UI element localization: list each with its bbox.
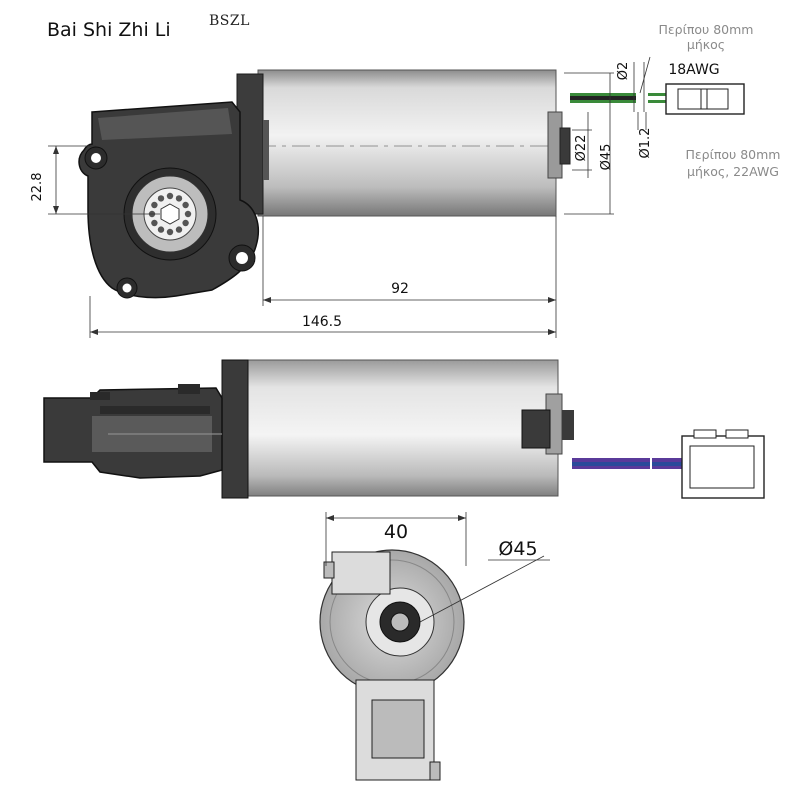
note-22awg-2: μήκος, 22AWG xyxy=(687,164,779,179)
wire-green-top xyxy=(570,93,636,96)
note-18awg-gauge: 18AWG xyxy=(668,62,719,78)
spline-tooth xyxy=(166,192,174,200)
motor-length-label: 92 xyxy=(391,281,409,297)
spline-tooth xyxy=(175,195,183,202)
motor-can-top xyxy=(257,69,557,217)
gear-height-label: 22.8 xyxy=(30,173,45,202)
note-22awg-1: Περίπου 80mm xyxy=(686,147,781,162)
end-dia-label: Ø45 xyxy=(498,538,537,560)
spline-tooth xyxy=(184,210,192,218)
connector-side xyxy=(681,435,765,499)
end-view: 40 Ø45 xyxy=(319,512,550,781)
spline-tooth xyxy=(151,219,158,227)
brand-name: Bai Shi Zhi Li xyxy=(47,19,171,41)
watermark: BSZL xyxy=(209,13,250,29)
motor-can-side xyxy=(239,359,559,497)
note-18awg-length-1: Περίπου 80mm xyxy=(659,22,754,37)
note-18awg-length-2: μήκος xyxy=(687,37,725,52)
wire-side-purple xyxy=(572,458,650,462)
side-view xyxy=(43,359,765,499)
spline-tooth xyxy=(151,201,158,209)
spline-tooth xyxy=(182,201,189,209)
wire-22awg-dia-label: Ø1.2 xyxy=(638,128,653,159)
spline-tooth xyxy=(182,219,189,227)
spline-teeth xyxy=(148,192,192,236)
spline-tooth xyxy=(175,226,183,233)
wire-18awg-dia-label: Ø2 xyxy=(616,62,631,81)
end-width-label: 40 xyxy=(384,521,408,543)
top-view: 22.8 Ø22 Ø45 Ø2 Ø1.2 Περίπου 80mm μήκος … xyxy=(30,22,780,338)
brand-banner: Bai Shi Zhi Li xyxy=(0,0,210,62)
motor-dia-label: Ø45 xyxy=(599,144,614,171)
hex-socket xyxy=(160,203,180,225)
total-length-label: 146.5 xyxy=(302,314,342,330)
shaft-dia-label: Ø22 xyxy=(574,135,589,162)
spline-tooth xyxy=(157,226,165,233)
spline-tooth xyxy=(157,195,165,202)
spline-tooth xyxy=(166,228,174,236)
